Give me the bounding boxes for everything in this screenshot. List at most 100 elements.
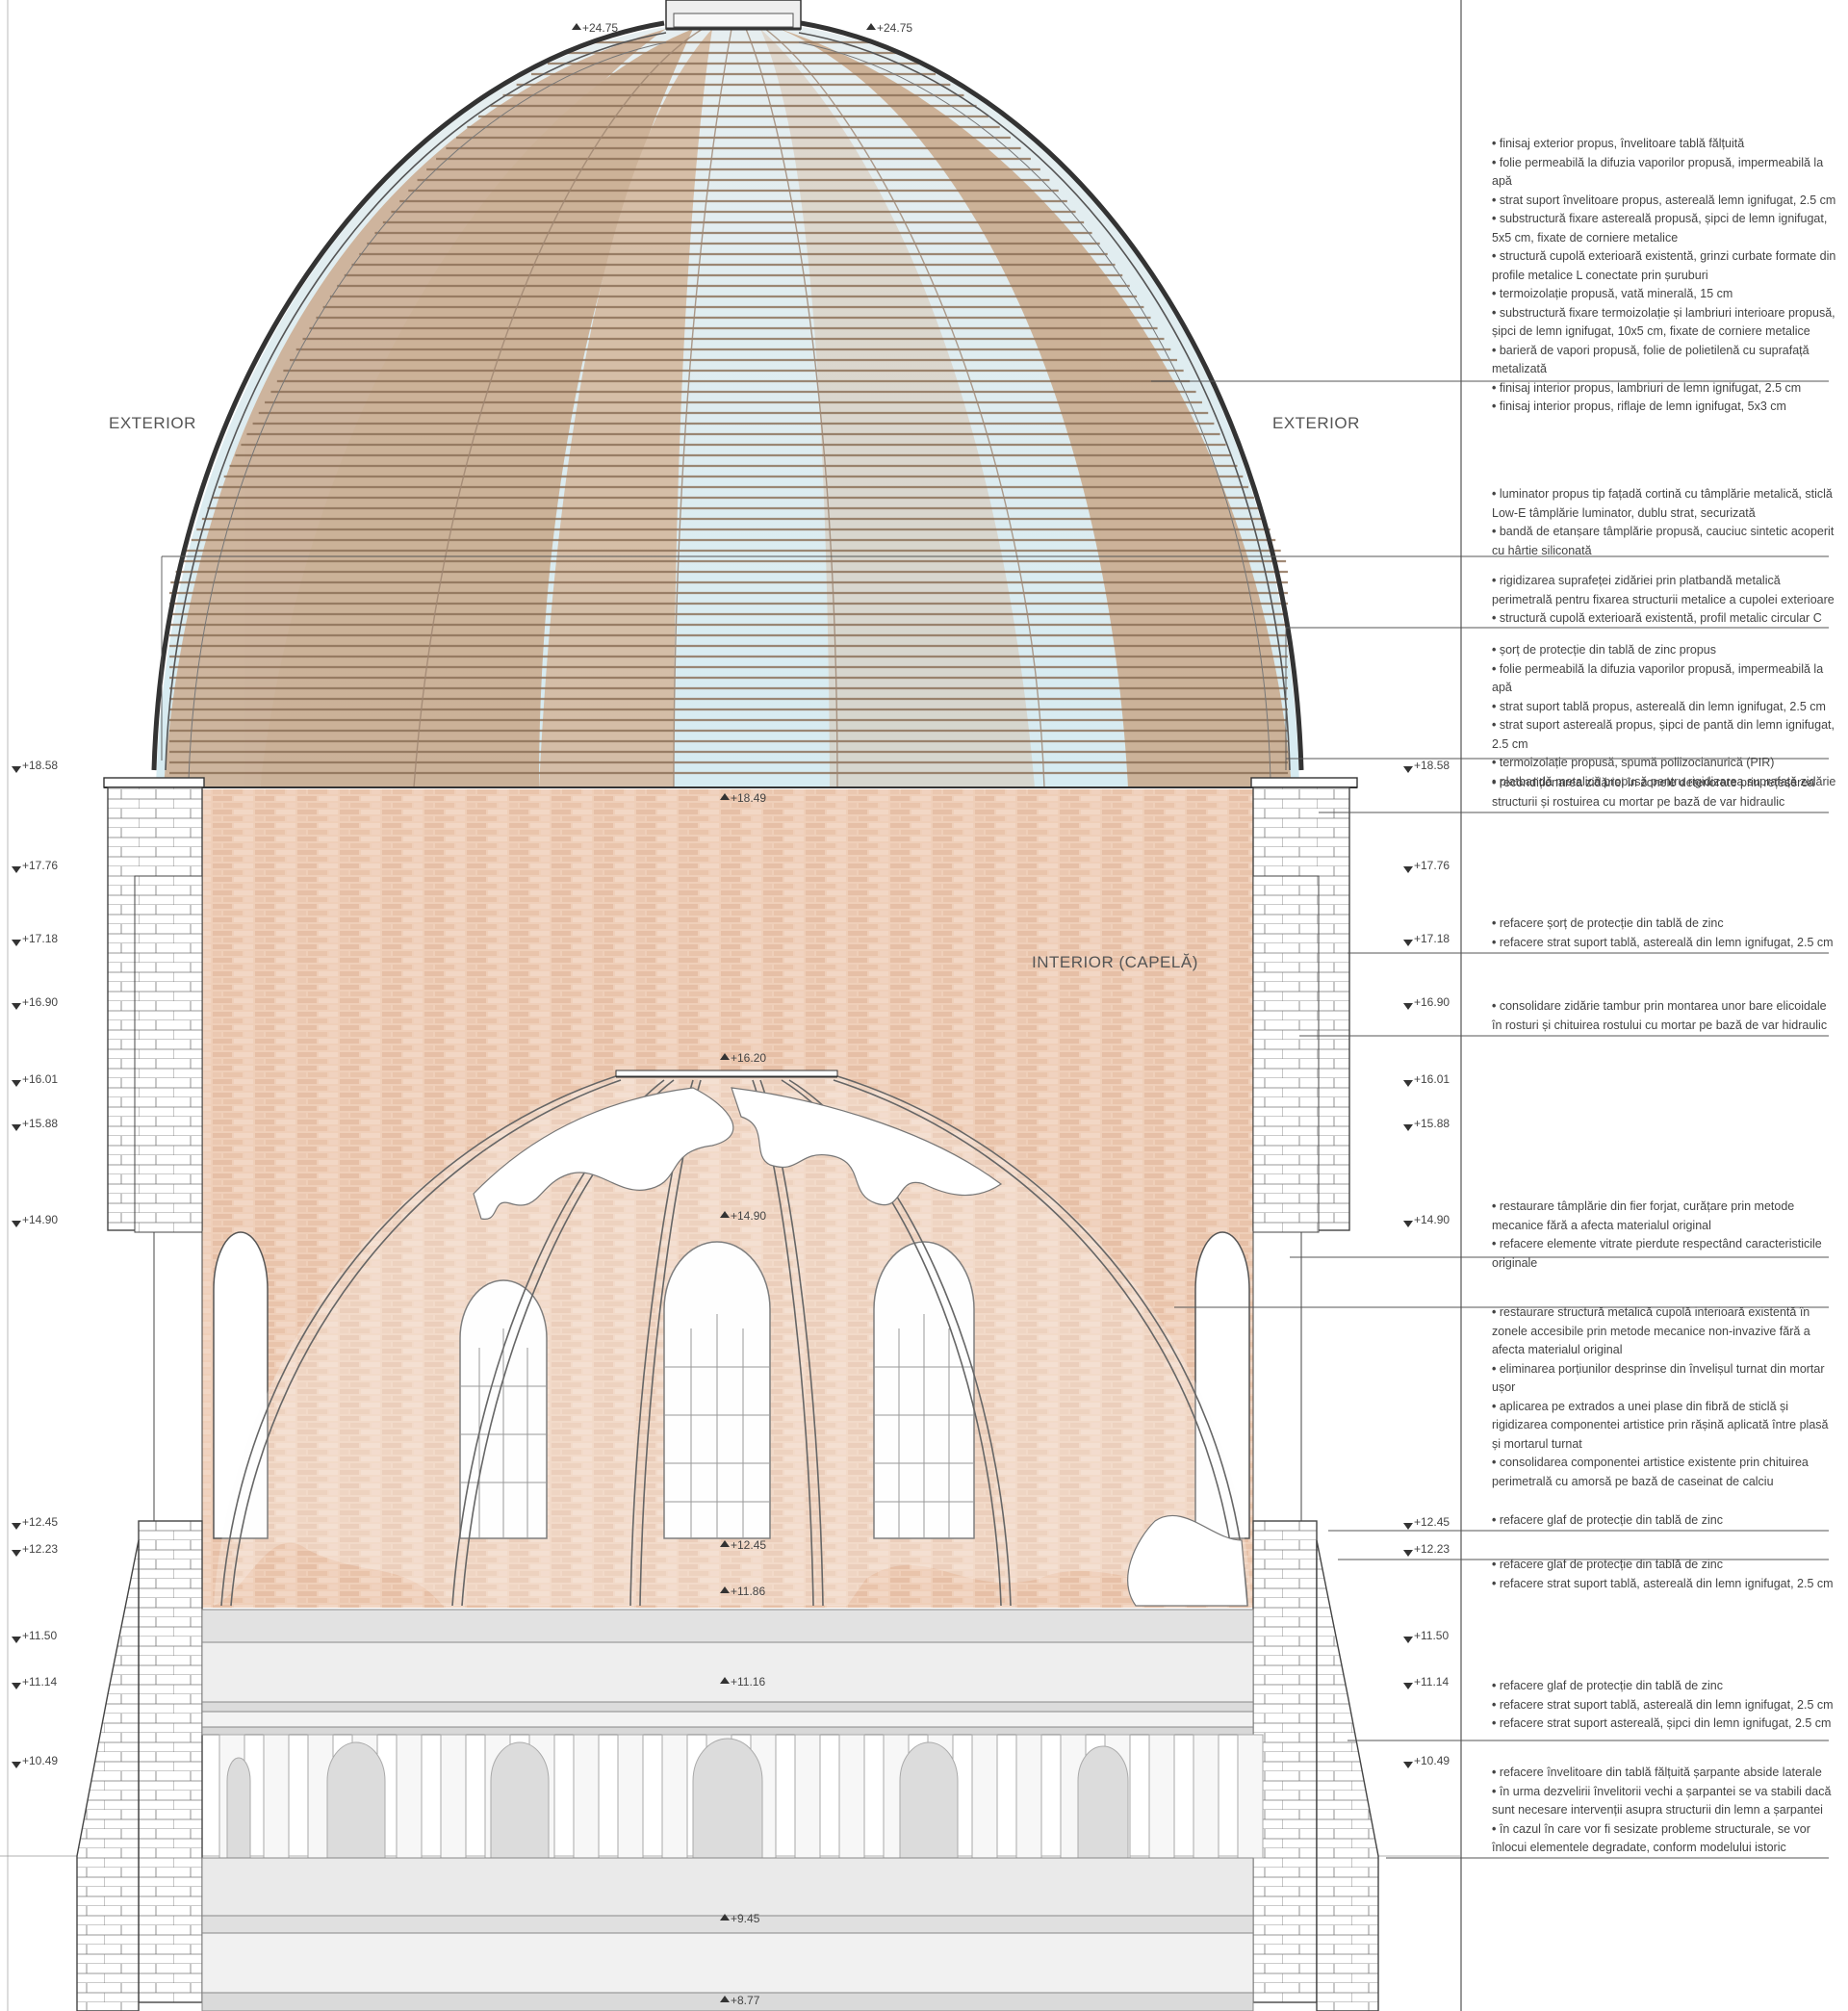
window-mullions (460, 1314, 974, 1538)
right-tower (1252, 786, 1379, 2011)
colonnade-column (971, 1734, 998, 1859)
note-item: barieră de vapori propusă, folie de poli… (1492, 342, 1838, 379)
level-value: +11.50 (22, 1629, 58, 1642)
colonnade-column (263, 1734, 290, 1859)
level-value: +17.18 (1414, 932, 1450, 945)
level-value: +14.90 (22, 1213, 59, 1226)
dome-outer-shell-inner (165, 32, 1291, 771)
level-marker: +17.18 (12, 932, 58, 946)
level-marker: +17.76 (12, 859, 58, 873)
colonnade-column (794, 1734, 821, 1859)
level-triangle-icon (720, 1586, 730, 1593)
level-marker: +10.49 (12, 1754, 58, 1768)
dome-slats (169, 40, 1288, 775)
dome-meridians (413, 28, 1045, 788)
colonnade-column (1148, 1734, 1175, 1859)
level-value: +16.20 (731, 1051, 767, 1065)
level-triangle-icon (572, 23, 581, 30)
note-item: consolidare zidărie tambur prin montarea… (1492, 997, 1838, 1035)
level-value: +12.45 (731, 1538, 767, 1552)
level-marker: +16.01 (12, 1072, 58, 1087)
level-value: +11.16 (731, 1675, 766, 1689)
level-triangle-icon (12, 1124, 21, 1131)
left-tower (76, 786, 203, 2011)
colonnade-column (573, 1734, 600, 1859)
level-value: +12.23 (22, 1542, 59, 1556)
note-item: luminator propus tip fațadă cortină cu t… (1492, 485, 1838, 523)
level-triangle-icon (12, 1080, 21, 1087)
level-value: +11.86 (731, 1585, 766, 1598)
level-value: +18.58 (22, 759, 59, 772)
level-marker: +24.75 (572, 21, 618, 35)
level-triangle-icon (12, 1683, 21, 1689)
level-triangle-icon (720, 1996, 730, 2002)
note-item: șorț de protecție din tablă de zinc prop… (1492, 641, 1838, 660)
level-triangle-icon (1403, 766, 1413, 773)
level-marker: +17.18 (1403, 932, 1450, 946)
colonnade-column (1237, 1734, 1264, 1859)
level-value: +18.49 (731, 791, 767, 805)
level-value: +12.45 (1414, 1515, 1450, 1529)
level-value: +14.90 (731, 1209, 767, 1223)
note-item: finisaj interior propus, riflaje de lemn… (1492, 398, 1838, 417)
base-bands (201, 1857, 1254, 2011)
level-triangle-icon (12, 1637, 21, 1643)
level-value: +17.18 (22, 932, 59, 945)
notes-skylight: luminator propus tip fațadă cortină cu t… (1492, 485, 1838, 560)
inner-dome-plaster (214, 1076, 1251, 1606)
note-item: recondiționarea zidăriei în zonele deter… (1492, 774, 1838, 812)
level-marker: +11.86 (720, 1585, 765, 1598)
notes-iron-windows: restaurare tâmplărie din fier forjat, cu… (1492, 1198, 1838, 1273)
level-marker: +18.58 (12, 759, 58, 773)
colonnade-column (617, 1734, 644, 1859)
note-item: restaurare structură metalică cupolă int… (1492, 1303, 1838, 1360)
level-triangle-icon (720, 1211, 730, 1218)
note-item: rigidizarea suprafeței zidăriei prin pla… (1492, 572, 1838, 609)
level-marker: +14.90 (1403, 1213, 1450, 1227)
level-triangle-icon (1403, 1637, 1413, 1643)
level-triangle-icon (866, 23, 876, 30)
inner-dome-plaster-patches (473, 1087, 1248, 1607)
level-triangle-icon (720, 1540, 730, 1547)
note-item: substructură fixare astereală propusă, ș… (1492, 210, 1838, 247)
level-marker: +12.23 (1403, 1542, 1450, 1557)
colonnade-arches (226, 1738, 1129, 1859)
colonnade-column (440, 1734, 467, 1859)
level-triangle-icon (1403, 1683, 1413, 1689)
label-interior: INTERIOR (CAPELĂ) (1032, 953, 1198, 971)
level-value: +12.23 (1414, 1542, 1450, 1556)
note-item: refacere elemente vitrate pierdute respe… (1492, 1235, 1838, 1273)
level-value: +11.14 (1414, 1675, 1450, 1689)
note-item: finisaj exterior propus, învelitoare tab… (1492, 135, 1838, 154)
level-marker: +9.45 (720, 1912, 759, 1925)
label-exterior-left: EXTERIOR (109, 414, 196, 432)
note-item: consolidarea componentei artistice exist… (1492, 1454, 1838, 1491)
level-value: +24.75 (877, 21, 913, 35)
level-triangle-icon (720, 1677, 730, 1684)
level-triangle-icon (1403, 1124, 1413, 1131)
notes-dome-roof: finisaj exterior propus, învelitoare tab… (1492, 135, 1838, 417)
level-marker: +11.16 (720, 1675, 765, 1689)
note-item: refacere strat suport tablă, astereală d… (1492, 934, 1838, 953)
level-marker: +15.88 (12, 1117, 58, 1131)
colonnade-column (1193, 1734, 1219, 1859)
level-value: +16.90 (1414, 995, 1450, 1009)
window-left (213, 1231, 269, 1539)
notes-zinc-apron-redo: refacere șorț de protecție din tablă de … (1492, 915, 1838, 952)
level-value: +16.90 (22, 995, 59, 1009)
level-marker: +16.90 (12, 995, 58, 1010)
dome-inner-shell (188, 41, 1271, 781)
note-item: bandă de etanșare tâmplărie propusă, cau… (1492, 523, 1838, 560)
level-value: +18.58 (1414, 759, 1450, 772)
level-marker: +12.45 (720, 1538, 766, 1552)
level-triangle-icon (1403, 1080, 1413, 1087)
note-item: refacere strat suport astereală, șipci d… (1492, 1715, 1838, 1734)
level-triangle-icon (720, 1053, 730, 1060)
note-item: substructură fixare termoizolație și lam… (1492, 304, 1838, 342)
level-triangle-icon (1403, 1550, 1413, 1557)
notes-masonry-stiffening: rigidizarea suprafeței zidăriei prin pla… (1492, 572, 1838, 629)
colonnade-column (661, 1734, 688, 1859)
note-item: refacere glaf de protecție din tablă de … (1492, 1677, 1838, 1696)
level-triangle-icon (12, 940, 21, 946)
